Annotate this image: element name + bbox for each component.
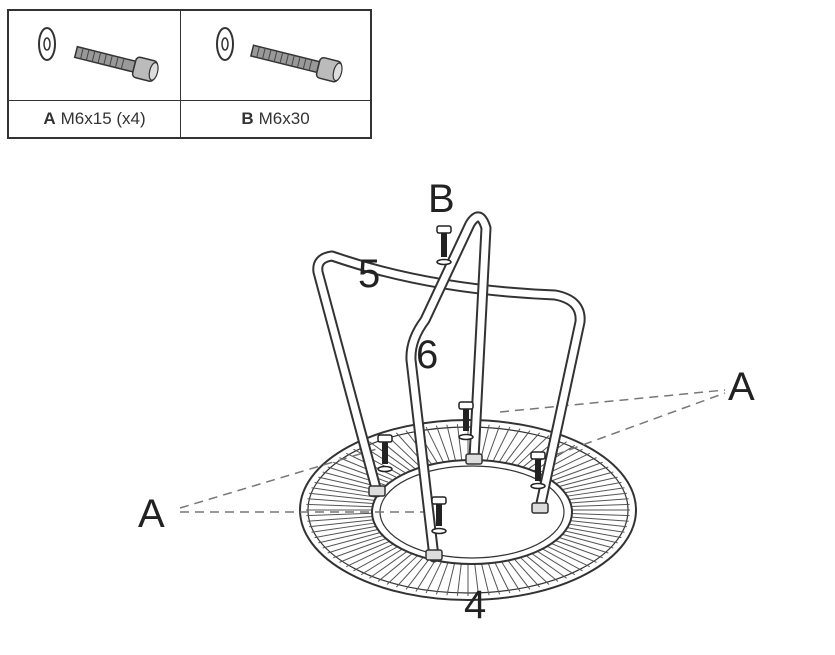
ring-spoke: [435, 558, 450, 595]
ring-spoke: [415, 557, 438, 592]
ring-spoke: [547, 461, 603, 483]
ring-spoke: [386, 552, 421, 585]
ring-spoke: [498, 557, 521, 592]
ring-spoke: [521, 551, 559, 582]
ring-spoke: [563, 516, 629, 522]
ring-spoke: [486, 425, 501, 462]
ring-spoke: [504, 555, 531, 590]
ring-spoke: [563, 503, 630, 508]
callout-bolt-a-right: A: [728, 365, 755, 409]
ring-spoke: [311, 522, 376, 533]
washer-and-bolt-icon: [38, 27, 159, 82]
ring-spoke: [425, 426, 444, 462]
ring-spoke: [306, 503, 373, 508]
part-a-label: A M6x15 (x4): [9, 101, 181, 137]
ring-spoke: [480, 559, 490, 596]
bolt-b: [436, 225, 452, 266]
callout-bolt-b: B: [428, 177, 455, 221]
ring-spoke: [306, 512, 373, 517]
washer-and-bolt-icon: [216, 27, 343, 83]
part-b-spec: M6x30: [258, 109, 310, 128]
ring-spoke: [435, 425, 450, 462]
ring-spoke: [322, 531, 383, 549]
ring-spoke: [553, 471, 614, 489]
callout-part-6: 6: [416, 333, 438, 377]
ring-spoke: [547, 537, 603, 559]
ring-spoke: [504, 430, 531, 465]
ring-spoke: [556, 476, 618, 492]
ring-spoke: [498, 428, 521, 463]
part-b-image: [181, 11, 370, 101]
ring-spoke: [526, 549, 567, 579]
ring-spoke: [562, 492, 627, 501]
ring-spoke: [395, 554, 426, 588]
ring-spoke: [405, 555, 432, 590]
part-a-image: [9, 11, 181, 101]
ring-spoke: [327, 534, 386, 554]
ring-spoke: [563, 498, 629, 504]
ring-spoke: [531, 547, 576, 576]
ring-spoke: [560, 522, 625, 533]
ring-spoke: [560, 487, 625, 498]
foot-brackets: [368, 453, 549, 561]
ring-spoke: [535, 544, 583, 572]
bolt-a: [377, 434, 393, 473]
part-b-letter: B: [241, 109, 254, 128]
bolt-a: [458, 401, 474, 441]
ring-spoke: [345, 542, 397, 568]
ring-spoke: [369, 549, 410, 579]
frame-tubes: [312, 211, 586, 563]
ring-spoke: [446, 424, 456, 461]
ring-spoke: [311, 487, 376, 498]
base-ring: [299, 419, 637, 601]
ring-spoke: [360, 547, 405, 576]
ring-spoke: [510, 432, 541, 466]
ring-spoke: [510, 554, 541, 588]
ring-spoke: [339, 539, 393, 563]
ring-spoke: [492, 426, 511, 462]
ring-spoke: [446, 559, 456, 596]
ring-spoke: [553, 531, 614, 549]
ring-spoke: [456, 559, 463, 596]
ring-spoke: [515, 435, 550, 468]
ring-spoke: [543, 457, 597, 481]
ring-spoke: [314, 481, 378, 495]
ring-spoke: [550, 534, 609, 554]
callout-bolt-a-left: A: [138, 492, 165, 536]
ring-spoke: [314, 525, 378, 539]
bolt-a: [530, 451, 546, 490]
ring-spoke: [492, 558, 511, 594]
bolt-a: [431, 496, 447, 535]
ring-spoke: [309, 492, 374, 501]
callout-part-5: 5: [358, 252, 380, 296]
ring-spoke: [563, 512, 630, 517]
ring-spoke: [318, 528, 380, 544]
part-a-letter: A: [43, 109, 56, 128]
ring-spoke: [456, 424, 463, 461]
parts-table: A M6x15 (x4) B M6x30: [7, 9, 372, 139]
ring-spoke: [333, 537, 389, 559]
leader-lines: [179, 389, 726, 513]
ring-spoke: [486, 558, 501, 595]
ring-spoke: [353, 544, 401, 572]
ring-spoke: [377, 551, 415, 582]
part-b-label: B M6x30: [181, 101, 370, 137]
ring-spoke: [558, 481, 622, 495]
ring-spoke: [556, 528, 618, 544]
ring-spoke: [473, 559, 480, 596]
ring-spoke: [558, 525, 622, 539]
part-a-spec: M6x15 (x4): [60, 109, 146, 128]
ring-spoke: [369, 441, 410, 471]
ring-spoke: [425, 558, 444, 594]
ring-spoke: [309, 519, 374, 528]
ring-spoke: [307, 498, 373, 504]
ring-spoke: [307, 516, 373, 522]
ring-spoke: [543, 539, 597, 563]
ring-spoke: [539, 542, 591, 568]
ring-spoke: [515, 552, 550, 585]
ring-spoke: [562, 519, 627, 528]
ring-spoke: [550, 466, 609, 486]
callout-part-4: 4: [464, 583, 486, 627]
